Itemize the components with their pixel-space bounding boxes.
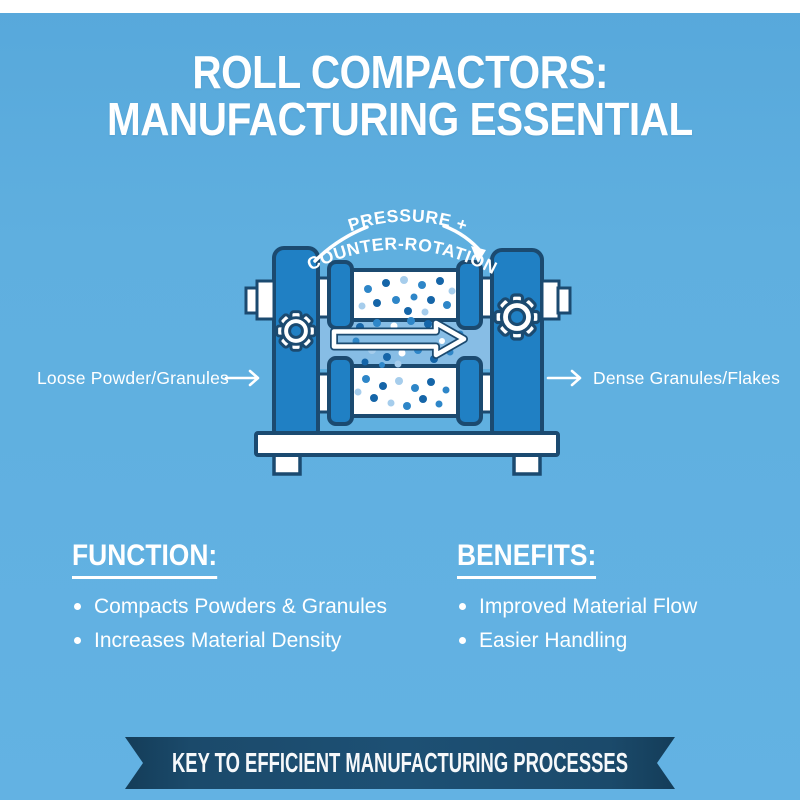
upper-roller-left-cap [327, 260, 354, 330]
input-arrow-icon [224, 369, 260, 387]
arrowhead-icon [471, 246, 486, 263]
top-white-strip [0, 0, 800, 13]
lower-roller-left-cap [327, 356, 354, 426]
lower-roller-right-cap [456, 356, 483, 426]
output-label: Dense Granules/Flakes [593, 368, 780, 388]
bullet-dot-icon [74, 603, 81, 610]
list-item: Increases Material Density [74, 630, 402, 651]
list-item: Easier Handling [459, 630, 787, 651]
bullet-dot-icon [459, 637, 466, 644]
benefits-list: Improved Material Flow Easier Handling [457, 596, 787, 651]
upper-roller [315, 260, 495, 330]
upper-roller-right-cap [456, 260, 483, 330]
bullet-dot-icon [459, 603, 466, 610]
list-item: Improved Material Flow [459, 596, 787, 617]
footer-banner: KEY TO EFFICIENT MANUFACTURING PROCESSES [125, 737, 675, 789]
title-line-2: MANUFACTURING ESSENTIAL [107, 93, 693, 145]
gear-icon [275, 310, 317, 352]
bullet-dot-icon [74, 637, 81, 644]
roll-compactor-diagram: PRESSURE + COUNTER-ROTATION Loose Powder… [37, 205, 780, 476]
function-list: Compacts Powders & Granules Increases Ma… [72, 596, 402, 651]
arc-label-line1: PRESSURE + [346, 205, 471, 235]
right-outer-tab [556, 286, 572, 315]
banner-text: KEY TO EFFICIENT MANUFACTURING PROCESSES [172, 747, 628, 778]
flow-arrow-icon [330, 319, 468, 359]
benefits-section: BENEFITS: Improved Material Flow Easier … [457, 541, 787, 664]
machine-base [254, 431, 560, 476]
side-brackets [244, 279, 572, 321]
left-bracket [255, 279, 276, 321]
function-section: FUNCTION: Compacts Powders & Granules In… [72, 541, 402, 664]
page-title: ROLL COMPACTORS: MANUFACTURING ESSENTIAL [0, 49, 800, 143]
gear-icon [493, 293, 541, 341]
granule-dots [352, 276, 464, 410]
benefits-heading: BENEFITS: [457, 541, 597, 579]
list-item: Compacts Powders & Granules [74, 596, 402, 617]
input-label: Loose Powder/Granules [37, 368, 229, 388]
output-arrow-icon [546, 369, 582, 387]
right-bracket [540, 279, 561, 321]
lower-roller [315, 356, 495, 426]
ribbon-shape [125, 737, 675, 789]
function-heading: FUNCTION: [72, 541, 218, 579]
right-pillar [490, 248, 544, 442]
pressure-arc-arrow [313, 224, 486, 263]
title-line-1: ROLL COMPACTORS: [192, 46, 608, 98]
base-plate [254, 431, 560, 457]
